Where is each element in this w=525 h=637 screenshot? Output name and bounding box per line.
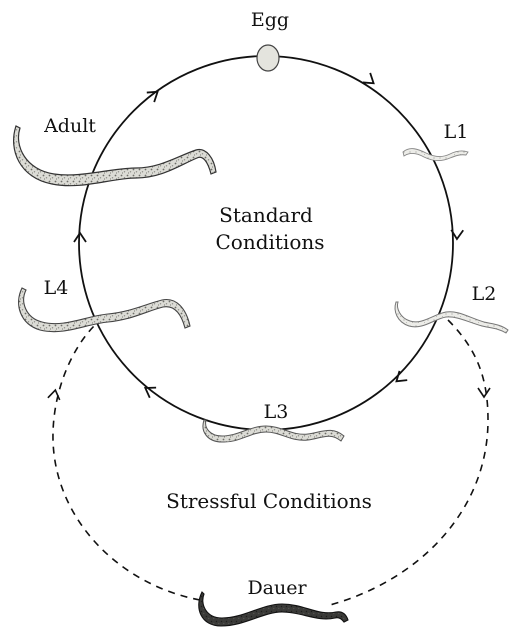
l1-label: L1: [444, 121, 469, 143]
stressful-path-left: [52, 324, 201, 601]
arrow-adult-to-egg-icon: [146, 90, 159, 103]
l2-worm-icon: [394, 301, 509, 334]
standard-conditions-label-line1: Standard: [219, 203, 313, 227]
arrow-l2-to-dauer-icon: [477, 387, 491, 399]
l3-worm-icon: [202, 419, 345, 443]
dauer-label: Dauer: [247, 577, 307, 599]
arrow-l2-to-l3-icon: [395, 370, 408, 383]
l1-worm-icon: [402, 148, 469, 161]
l2-label: L2: [472, 283, 497, 305]
l3-label: L3: [264, 401, 289, 423]
arrow-l4-to-adult-icon: [73, 231, 87, 243]
stressful-conditions-label: Stressful Conditions: [166, 489, 372, 513]
arrow-l1-to-l2-icon: [450, 229, 464, 241]
stressful-path-right: [329, 319, 489, 606]
egg-label: Egg: [251, 9, 289, 31]
l4-label: L4: [44, 277, 69, 299]
adult-label: Adult: [43, 115, 96, 137]
dauer-worm-icon: [198, 591, 349, 627]
standard-conditions-label-line2: Conditions: [215, 230, 324, 254]
adult-worm-icon: [13, 125, 217, 187]
arrow-dauer-to-l4-icon: [47, 388, 61, 401]
arrow-l3-to-l4-icon: [143, 386, 157, 399]
arrow-egg-to-l1-icon: [362, 72, 375, 85]
l4-worm-icon: [18, 287, 191, 333]
egg-icon: [256, 44, 280, 72]
